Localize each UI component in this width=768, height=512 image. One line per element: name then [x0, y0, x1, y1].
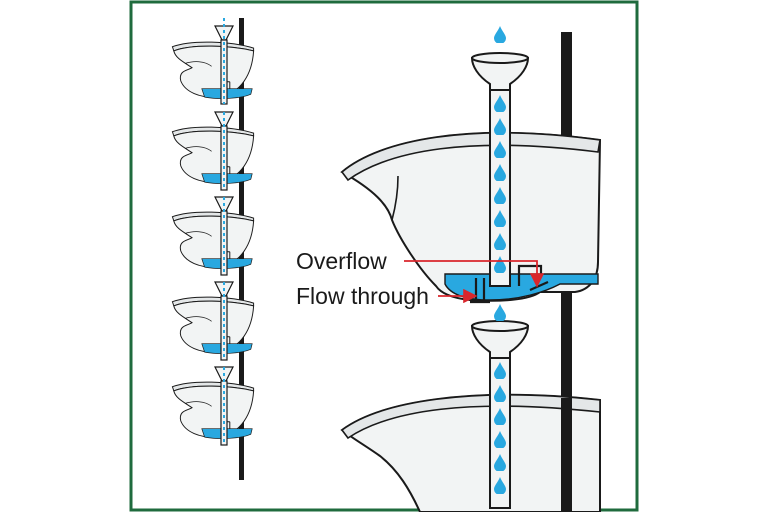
lower-funnel-rim	[471, 320, 529, 332]
left-feed-tubes	[214, 25, 234, 446]
stacked-planters-column	[171, 18, 255, 480]
lower-planter-rim	[340, 394, 601, 440]
overflow-arrow	[404, 260, 545, 288]
right-pole-front	[561, 398, 572, 512]
closeup-detail: Overflow Flow through	[296, 26, 602, 512]
upper-planter-fold	[391, 175, 399, 221]
top-funnel-rim	[471, 52, 529, 64]
overflow-label: Overflow	[296, 248, 387, 274]
flow-through-label: Flow through	[296, 283, 429, 309]
upper-planter-rim	[340, 132, 601, 182]
